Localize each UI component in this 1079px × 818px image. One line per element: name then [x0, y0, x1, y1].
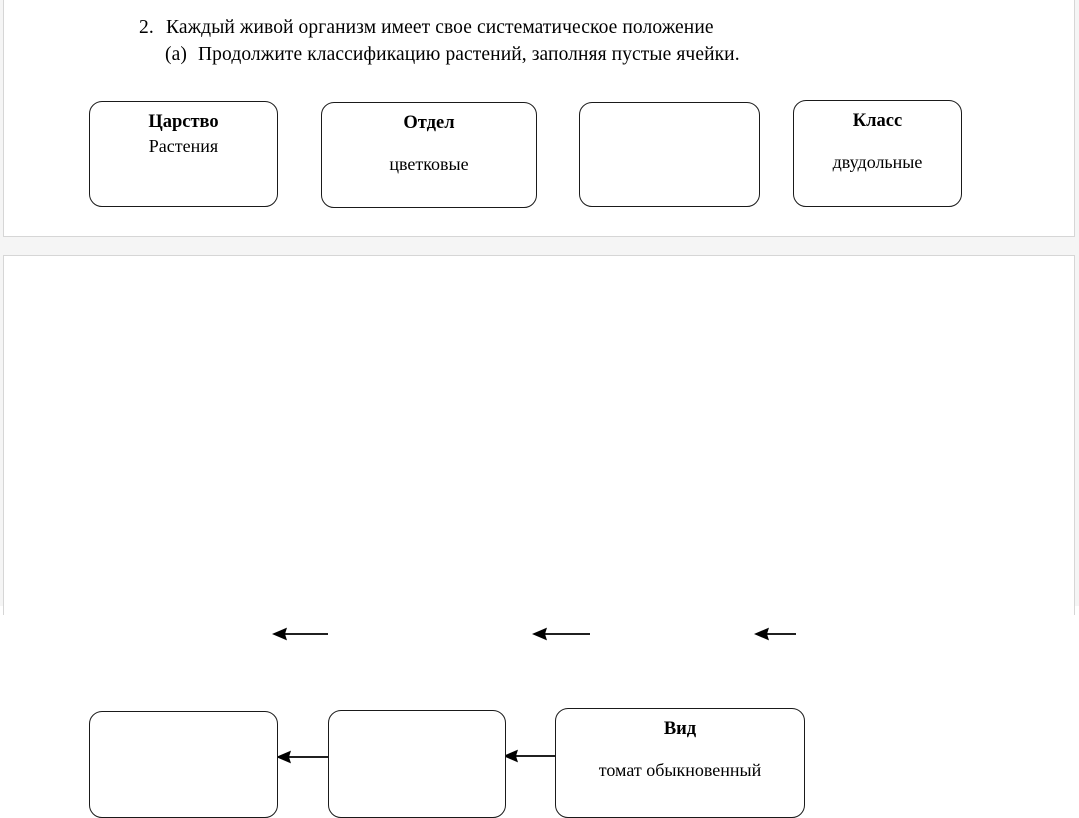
- taxonomy-box-blank-family-content: [329, 719, 505, 736]
- question-panel-top: 2. Каждый живой организм имеет свое систе…: [3, 0, 1075, 237]
- question-line-main: 2. Каждый живой организм имеет свое систе…: [139, 14, 959, 41]
- taxonomy-box-blank-order[interactable]: [579, 102, 760, 207]
- arrow-left-float-1: [272, 627, 328, 641]
- question-panel-bottom: Вид томат обыкновенный: [3, 255, 1075, 818]
- taxonomy-box-division[interactable]: Отдел цветковые: [321, 102, 537, 208]
- taxonomy-box-blank-genus[interactable]: [89, 711, 278, 818]
- taxonomy-box-class-content: Класс двудольные: [794, 109, 961, 174]
- taxonomy-rank-label-kingdom: Царство: [148, 112, 219, 132]
- question-line-sub: (a) Продолжите классификацию растений, за…: [139, 41, 959, 68]
- question-sub-label: (a): [165, 44, 187, 65]
- arrow-left-link-species-to-family: [503, 749, 559, 763]
- taxonomy-box-blank-order-content: [580, 111, 759, 128]
- question-number: 2.: [139, 17, 154, 38]
- taxonomy-value-species: томат обыкновенный: [598, 760, 762, 780]
- question-text-block: 2. Каждый живой организм имеет свое систе…: [139, 14, 959, 68]
- question-sub-prompt: Продолжите классификацию растений, запол…: [198, 44, 740, 65]
- taxonomy-rank-label-division: Отдел: [403, 113, 455, 133]
- taxonomy-value-class: двудольные: [832, 152, 923, 172]
- taxonomy-box-species[interactable]: Вид томат обыкновенный: [555, 708, 805, 818]
- taxonomy-box-kingdom[interactable]: Царство Растения: [89, 101, 278, 207]
- arrow-left-link-family-to-genus: [276, 750, 332, 764]
- question-prompt: Каждый живой организм имеет свое система…: [166, 17, 714, 38]
- taxonomy-box-blank-genus-content: [90, 720, 277, 737]
- taxonomy-value-kingdom: Растения: [148, 136, 219, 156]
- taxonomy-box-species-content: Вид томат обыкновенный: [556, 717, 804, 782]
- arrow-left-float-2: [532, 627, 590, 641]
- taxonomy-box-kingdom-content: Царство Растения: [90, 110, 277, 158]
- taxonomy-box-division-content: Отдел цветковые: [322, 111, 536, 176]
- taxonomy-box-blank-family[interactable]: [328, 710, 506, 818]
- taxonomy-rank-label-species: Вид: [663, 719, 697, 739]
- taxonomy-box-class[interactable]: Класс двудольные: [793, 100, 962, 207]
- taxonomy-value-division: цветковые: [389, 154, 469, 174]
- arrow-left-float-3: [754, 627, 796, 641]
- taxonomy-rank-label-class: Класс: [852, 111, 903, 131]
